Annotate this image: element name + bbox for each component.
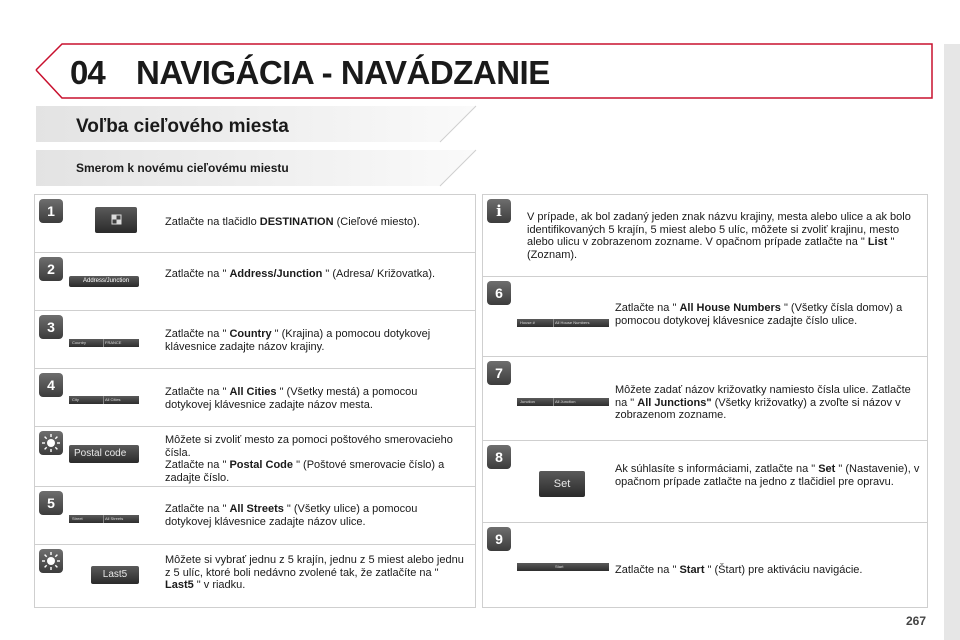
section-title-banner: [36, 105, 477, 187]
step-4: 4 City All Cities Zatlačte na " All Citi…: [35, 369, 475, 427]
chapter-number: 04: [70, 54, 106, 91]
chapter-title: NAVIGÁCIA - NAVÁDZANIE: [136, 54, 550, 91]
destination-button-image: [95, 207, 137, 233]
destination-flag-icon: [111, 214, 122, 225]
page-edge-stripe: [944, 44, 960, 640]
info-box: i V prípade, ak bol zadaný jeden znak ná…: [483, 195, 927, 277]
step-9: 9 Start Zatlačte na " Start " (Štart) pr…: [483, 523, 927, 607]
street-field-image: Street All Streets: [69, 515, 139, 523]
city-field-image: City All Cities: [69, 396, 139, 404]
subsection-title: Smerom k novému cieľovému miestu: [76, 161, 289, 175]
step-badge: 9: [487, 527, 511, 551]
info-text: V prípade, ak bol zadaný jeden znak názv…: [527, 211, 911, 261]
step-badge: 6: [487, 281, 511, 305]
right-steps-panel: i V prípade, ak bol zadaný jeden znak ná…: [482, 194, 928, 608]
tip-postal-code: Postal code Môžete si zvoliť mesto za po…: [35, 427, 475, 487]
section-title: Voľba cieľového miesta: [76, 116, 289, 137]
left-steps-panel: 1 Zatlačte na tlačidlo DESTINATION (Cieľ…: [34, 194, 476, 608]
step-9-text: Zatlačte na " Start " (Štart) pre aktivá…: [615, 564, 863, 576]
step-badge: 1: [39, 199, 63, 223]
step-1-text: Zatlačte na tlačidlo DESTINATION (Cieľov…: [165, 216, 420, 228]
tip-last5: Last5 Môžete si vybrať jednu z 5 krajín,…: [35, 545, 475, 607]
step-5: 5 Street All Streets Zatlačte na " All S…: [35, 487, 475, 545]
step-2-text: Zatlačte na " Address/Junction " (Adresa…: [165, 268, 436, 280]
set-button-image: Set: [539, 471, 585, 497]
step-badge: 4: [39, 373, 63, 397]
step-3-text: Zatlačte na " Country " (Krajina) a pomo…: [165, 328, 431, 353]
last5-button-image: Last5: [91, 566, 139, 584]
step-badge: 8: [487, 445, 511, 469]
step-2: 2 Address/Junction Zatlačte na " Address…: [35, 253, 475, 311]
step-1: 1 Zatlačte na tlačidlo DESTINATION (Cieľ…: [35, 195, 475, 253]
step-8: 8 Set Ak súhlasíte s informáciami, zatla…: [483, 441, 927, 523]
sun-icon: [42, 552, 60, 570]
step-badge: 2: [39, 257, 63, 281]
step-badge: 3: [39, 315, 63, 339]
step-badge: 5: [39, 491, 63, 515]
postal-code-button-image: Postal code: [69, 445, 139, 463]
sun-icon: [42, 434, 60, 452]
page-number: 267: [906, 614, 927, 628]
step-4-text: Zatlačte na " All Cities " (Všetky mestá…: [165, 386, 418, 411]
start-button-image: Start: [517, 563, 609, 571]
step-8-text: Ak súhlasíte s informáciami, zatlačte na…: [615, 463, 920, 488]
step-5-text: Zatlačte na " All Streets " (Všetky ulic…: [165, 503, 418, 528]
step-3: 3 Country FRANCE Zatlačte na " Country "…: [35, 311, 475, 369]
house-number-field-image: House # All House Numbers: [517, 319, 609, 327]
step-badge: 7: [487, 361, 511, 385]
step-7-text: Môžete zadať názov križovatky namiesto č…: [615, 384, 911, 421]
info-icon: i: [487, 199, 511, 223]
step-6-text: Zatlačte na " All House Numbers " (Všetk…: [615, 302, 903, 327]
step-7: 7 Junction All Junction Môžete zadať náz…: [483, 357, 927, 441]
tip-badge: [39, 431, 63, 455]
tip-postal-text: Môžete si zvoliť mesto za pomoci poštové…: [165, 434, 453, 484]
junction-field-image: Junction All Junction: [517, 398, 609, 406]
step-6: 6 House # All House Numbers Zatlačte na …: [483, 277, 927, 357]
tip-badge: [39, 549, 63, 573]
country-field-image: Country FRANCE: [69, 339, 139, 347]
header-frame: [35, 43, 933, 99]
address-junction-button-image: Address/Junction: [69, 276, 139, 287]
tip-last5-text: Môžete si vybrať jednu z 5 krajín, jednu…: [165, 554, 464, 591]
